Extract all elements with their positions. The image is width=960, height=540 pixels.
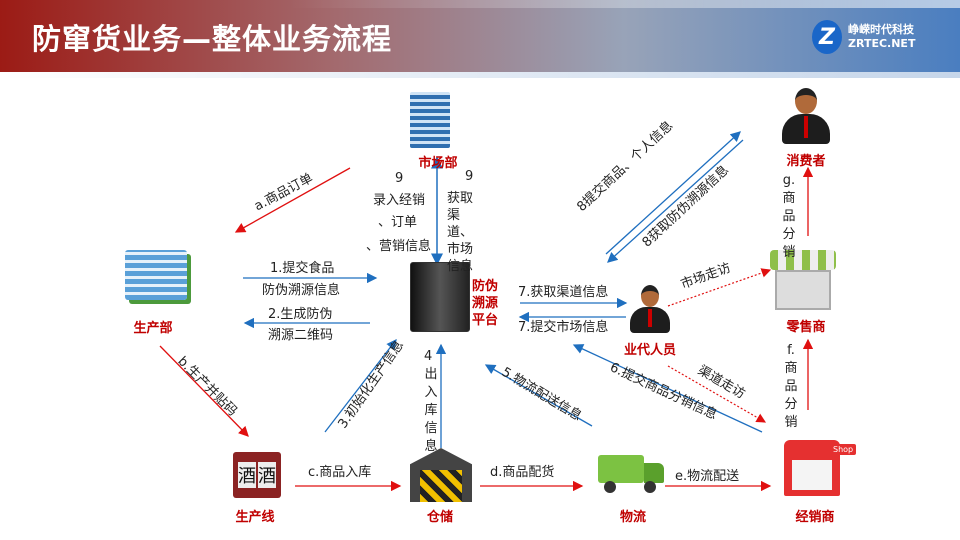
label-warehouse: 仓储 <box>426 510 454 525</box>
shop-sign: Shop <box>830 444 857 455</box>
flow-9a-line3: 、营销信息 <box>366 239 432 254</box>
flow-9a-num: 9 <box>395 171 404 186</box>
label-platform: 防伪溯源平台 <box>471 279 498 328</box>
flow-e-label: e.物流配送 <box>675 469 740 484</box>
businessman-consumer-icon <box>782 88 830 144</box>
label-retailer: 零售商 <box>786 320 826 335</box>
header-banner: 防窜货业务—整体业务流程 Z 峥嵘时代科技 ZRTEC.NET <box>0 0 960 72</box>
label-agent: 业代人员 <box>623 343 677 358</box>
flow-4-num: 4 <box>424 349 433 364</box>
label-market-dept: 市场部 <box>418 156 458 171</box>
retail-store-icon <box>770 250 836 312</box>
flow-9b-num: 9 <box>465 169 474 184</box>
arrow-6 <box>572 344 763 433</box>
flow-9a-line1: 录入经销 <box>373 193 426 208</box>
logo-domain: ZRTEC.NET <box>848 37 916 50</box>
flow-d-label: d.商品配货 <box>490 465 555 480</box>
flow-9b-label: 获取渠道、市场信息 <box>447 191 474 274</box>
arrow-a <box>234 167 351 233</box>
flow-7b-label: 7.提交市场信息 <box>518 320 609 335</box>
agent-person-icon <box>630 285 670 335</box>
arrow-visit-channel <box>667 365 767 423</box>
arrow-3 <box>324 338 397 433</box>
flow-1-label-line1: 1.提交食品 <box>270 261 335 276</box>
wine-label: 酒 <box>238 462 256 488</box>
distributor-shop-icon: Shop <box>784 440 857 496</box>
flow-g-label: g.商品分销 <box>782 173 796 260</box>
flow-2-label-line1: 2.生成防伪 <box>268 307 333 322</box>
label-production-dept: 生产部 <box>133 321 173 336</box>
logo-name: 峥嵘时代科技 <box>848 23 914 36</box>
arrow-8b <box>607 139 744 263</box>
label-production-line: 生产线 <box>235 510 275 525</box>
production-building-icon <box>125 250 187 300</box>
flow-4-label: 出入库信息 <box>424 367 438 454</box>
arrow-b <box>159 345 249 437</box>
logo-icon: Z <box>812 20 842 54</box>
label-logistics: 物流 <box>619 510 647 525</box>
company-logo: Z 峥嵘时代科技 ZRTEC.NET <box>812 20 915 54</box>
arrow-5 <box>484 364 593 427</box>
label-consumer: 消费者 <box>786 154 826 169</box>
truck-icon <box>598 455 664 495</box>
wine-boxes-icon: 酒酒 <box>233 452 281 498</box>
page-title: 防窜货业务—整体业务流程 <box>32 22 393 56</box>
flow-1-label-line2: 防伪溯源信息 <box>262 283 341 298</box>
flow-2-label-line2: 溯源二维码 <box>268 328 334 343</box>
flow-c-label: c.商品入库 <box>308 465 372 480</box>
wine-label: 酒 <box>258 462 276 488</box>
server-icon <box>410 262 470 332</box>
flow-9a-line2: 、订单 <box>378 215 418 230</box>
arrow-8a <box>605 131 741 255</box>
flow-f-label: f.商品分销 <box>784 343 798 430</box>
office-building-icon <box>410 92 450 148</box>
label-distributor: 经销商 <box>795 510 835 525</box>
header-band <box>0 72 960 78</box>
flow-7a-label: 7.获取渠道信息 <box>518 285 609 300</box>
